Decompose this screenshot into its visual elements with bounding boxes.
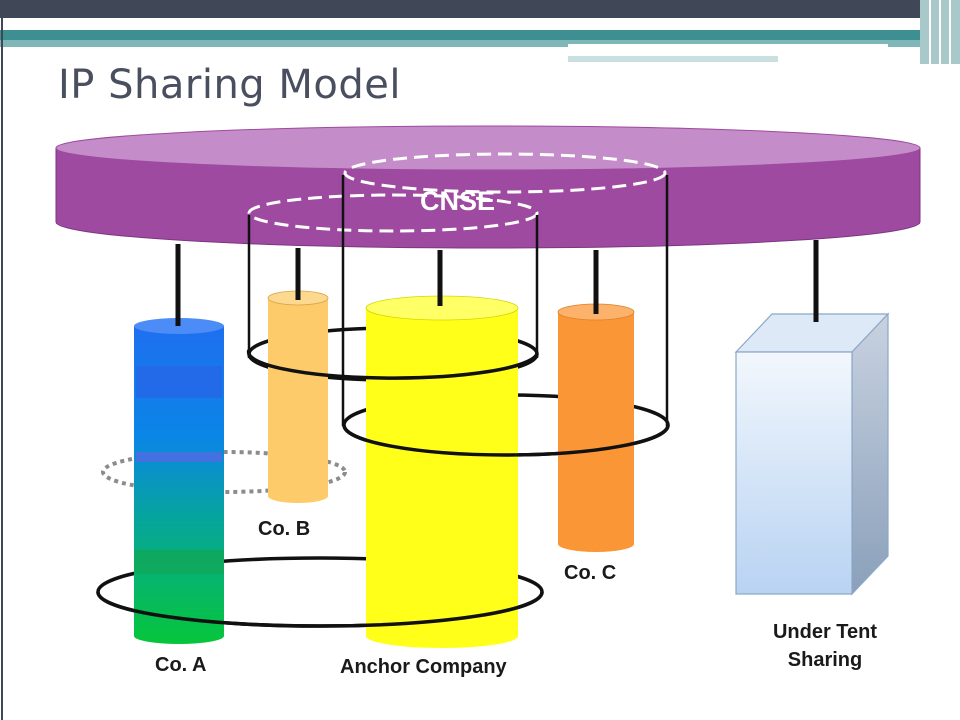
under-tent-box [734,300,890,596]
anchor-company-label: Anchor Company [340,656,507,678]
co-b-label: Co. B [258,518,311,540]
under-tent-line-1: Under Tent [772,621,878,643]
dashed-sharing-circles [247,152,667,233]
post-tips [175,280,599,326]
cnse-label: CNSE [420,186,496,216]
co-b-cylinder [267,290,329,503]
co-a-cylinder [134,318,224,644]
connector-lines [247,175,669,426]
under-tent-line-2: Sharing [787,649,863,671]
ring-front-layer [96,349,670,628]
co-c-cylinder [557,303,635,552]
co-a-label: Co. A [155,654,207,676]
co-c-label: Co. C [564,562,617,584]
slide-title: IP Sharing Model [58,62,401,108]
under-tent-label: Under Tent Sharing [740,618,910,674]
anchor-cylinder [365,295,519,648]
